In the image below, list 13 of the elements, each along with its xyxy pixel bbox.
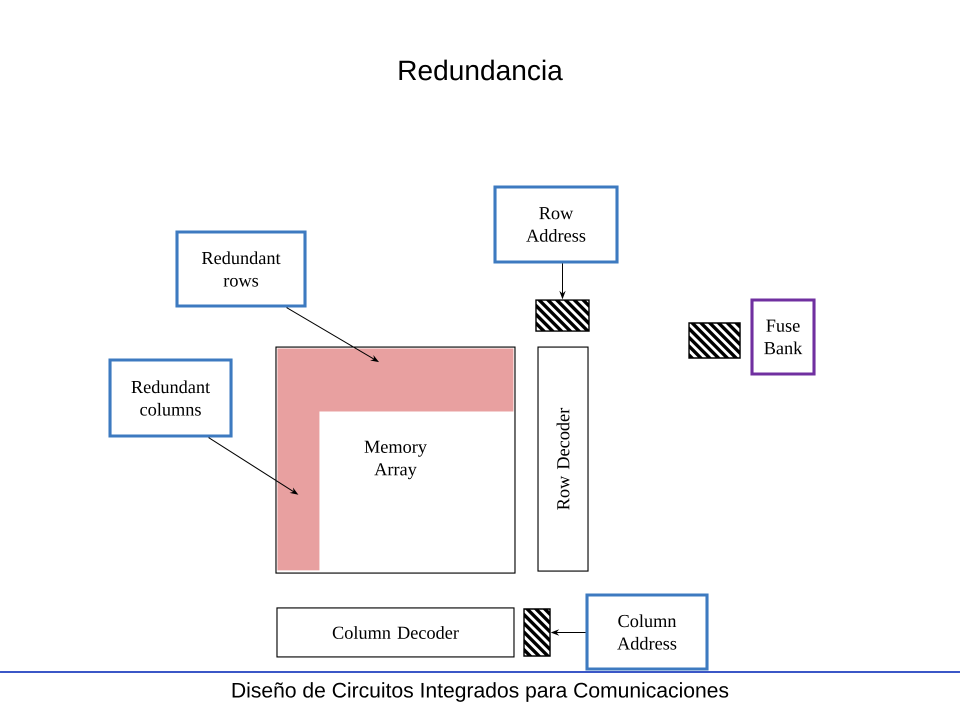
address-box: Column Address: [585, 593, 709, 671]
footer-text: Diseño de Circuitos Integrados para Comunicaciones: [232, 682, 728, 702]
decoder-box: Row Decoder: [537, 346, 589, 572]
hatched-block: [523, 608, 551, 657]
title: Redundancia: [399, 60, 563, 80]
hatched-block: [535, 299, 590, 332]
callout-box: Redundant rows: [175, 230, 307, 308]
address-box: Row Address: [493, 185, 619, 264]
redundant-column-band: [277, 411, 320, 570]
hatched-block: [688, 322, 741, 359]
callout-box: Redundant columns: [108, 358, 233, 438]
fuse-bank-box: Fuse Bank: [750, 298, 816, 376]
decoder-box: Column Decoder: [276, 607, 515, 658]
